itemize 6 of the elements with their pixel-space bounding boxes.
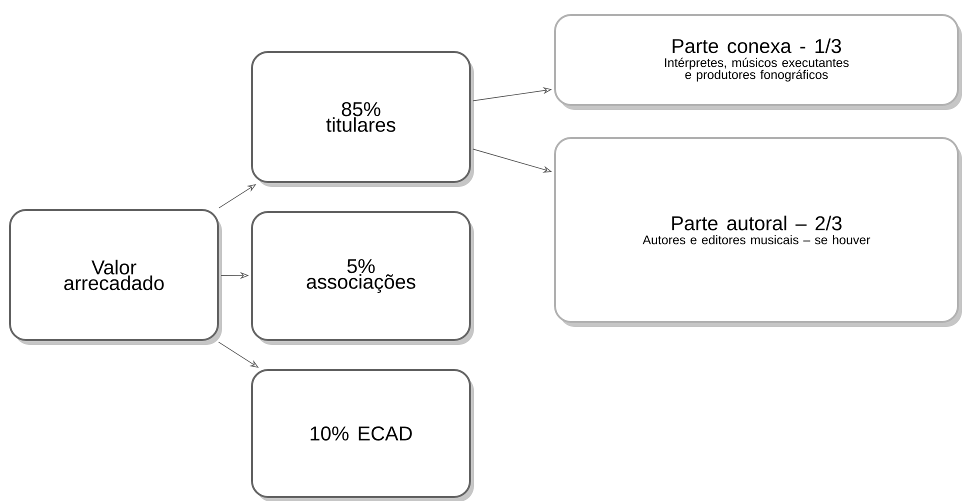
rounded-box: 10% ECAD (251, 369, 474, 501)
rounded-box: 5% associações (251, 211, 474, 345)
rounded-box: Parte autoral – 2/3 Autores e editores musicais – se houver (554, 137, 962, 327)
rounded-box: Valor arrecadado (9, 209, 222, 345)
rounded-box: 85% titulares (251, 51, 474, 187)
rounded-box: Parte conexa - 1/3 Intérpretes, músicos executantes e produtores fonográficos (554, 14, 962, 110)
